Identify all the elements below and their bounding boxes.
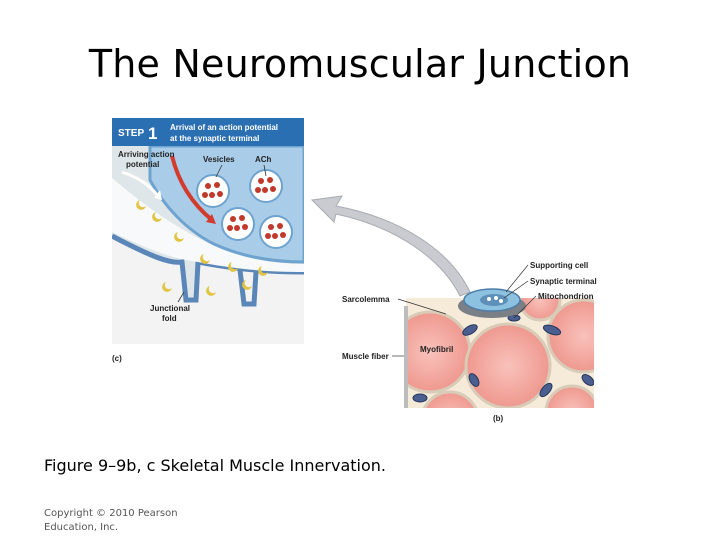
- copyright-notice: Copyright © 2010 Pearson Education, Inc.: [44, 508, 178, 533]
- label-junctional-line2: fold: [162, 314, 177, 323]
- figure-caption: Figure 9–9b, c Skeletal Muscle Innervati…: [44, 456, 386, 475]
- panel-c: STEP 1 Arrival of an action potential at…: [112, 118, 304, 363]
- mitochondria: [412, 314, 594, 403]
- step-title-line2: at the synaptic terminal: [170, 134, 259, 143]
- synaptic-terminal-core: [480, 294, 508, 306]
- synaptic-vesicles: [196, 169, 293, 249]
- vesicle: [249, 169, 283, 203]
- vesicle: [259, 215, 293, 249]
- junctional-fold-right: [237, 269, 259, 307]
- step-label: STEP: [118, 128, 144, 139]
- label-junctional-line1: Junctional: [150, 304, 190, 313]
- slide-title: The Neuromuscular Junction: [88, 42, 632, 86]
- label-synaptic-terminal: Synaptic terminal: [530, 277, 597, 286]
- muscle-fiber: [546, 298, 594, 374]
- label-supporting-cell: Supporting cell: [530, 261, 588, 270]
- muscle-fiber: [464, 322, 552, 408]
- step-number: 1: [148, 124, 157, 143]
- action-potential-arrow: [170, 155, 214, 222]
- label-mitochondrion: Mitochondrion: [538, 292, 594, 301]
- label-arriving-line1: Arriving action: [118, 150, 175, 159]
- muscle-fiber: [423, 390, 477, 408]
- panel-c-letter: (c): [112, 354, 122, 363]
- muscle-fibers: [406, 298, 594, 408]
- label-ach: ACh: [255, 155, 272, 164]
- label-sarcolemma: Sarcolemma: [342, 295, 390, 304]
- step-title-line1: Arrival of an action potential: [170, 123, 278, 132]
- callout-arrow: [310, 195, 471, 297]
- label-muscle-fiber: Muscle fiber: [342, 352, 389, 361]
- label-myofibril: Myofibril: [420, 345, 453, 354]
- vesicle: [221, 207, 255, 241]
- vesicle: [196, 174, 230, 208]
- synaptic-cleft: [112, 178, 304, 272]
- arriving-action-arrow: [121, 170, 160, 197]
- step-header: [112, 118, 304, 146]
- label-vesicles: Vesicles: [203, 155, 235, 164]
- panel-b-edge: [404, 306, 408, 408]
- muscle-fiber: [544, 384, 594, 408]
- acetylcholinesterase-markers: [136, 200, 268, 296]
- panel-b: Supporting cell Synaptic terminal Mitoch…: [342, 261, 597, 423]
- panel-b-letter: (b): [493, 414, 504, 423]
- synaptic-terminal-detail: [458, 288, 526, 318]
- label-arriving-line2: potential: [126, 160, 159, 169]
